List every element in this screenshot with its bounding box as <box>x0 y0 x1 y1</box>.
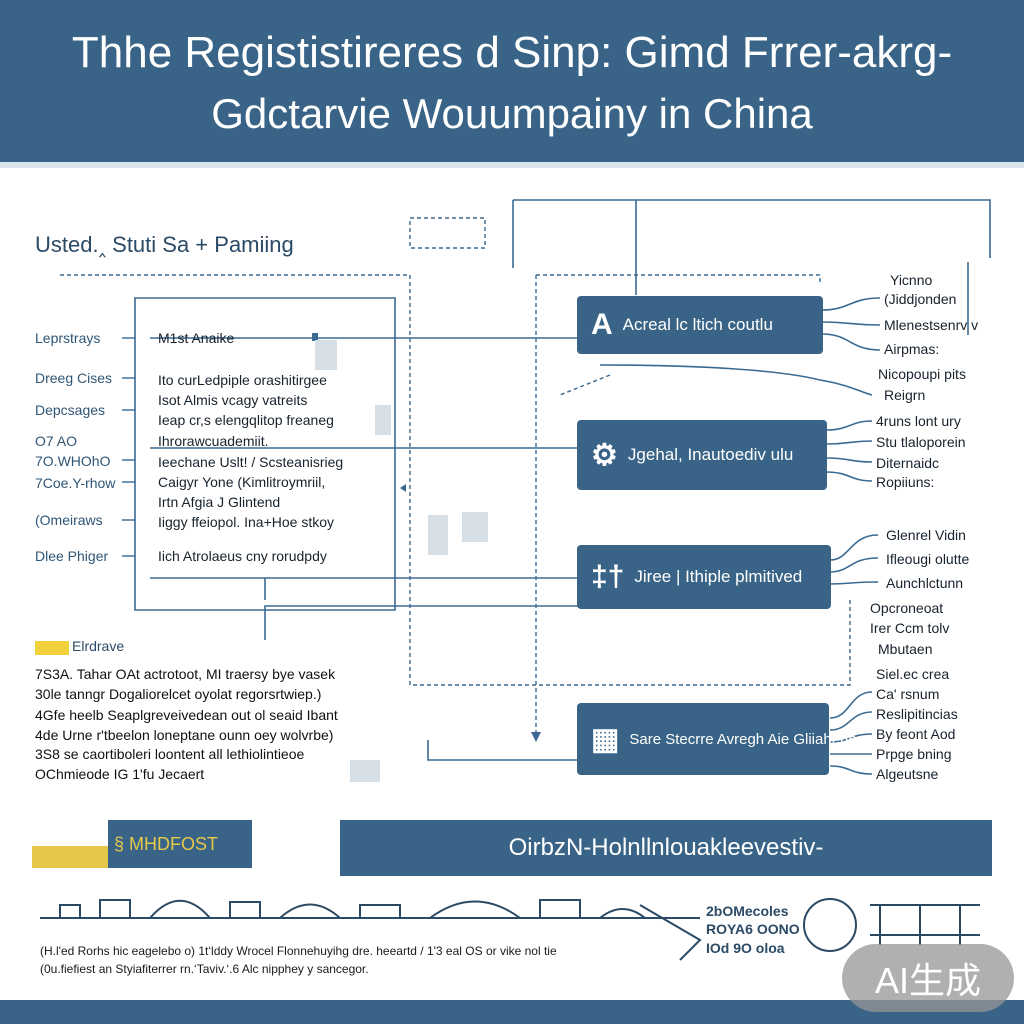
left-label: Dreeg Cises <box>35 370 113 386</box>
right-label: Siel.ec crea <box>876 666 950 682</box>
mid-header: M1st Anaike <box>158 330 235 346</box>
right-label: Airpmas: <box>884 341 940 357</box>
header-divider <box>0 162 1024 168</box>
diagram-subtitle: Usted.‸ Stuti Sa + Pamiing <box>35 232 294 257</box>
mid-item: Ito curLedpiple orashitirgee <box>158 372 327 388</box>
note-line: 4Gfe heelb Seaplgreveivedean out ol seai… <box>35 707 338 723</box>
mid-item: Irtn Afgia J Glintend <box>158 494 281 510</box>
right-label: Mlenestsenrv v <box>884 317 979 333</box>
right-label: Aunchlctunn <box>886 575 964 591</box>
box-a-label: Acreal lc ltich coutlu <box>622 315 773 334</box>
box-c-label: Jiree | Ithiple plmitived <box>634 567 803 586</box>
mid-item: Caigyr Yone (Kimlitroymriil, <box>158 474 326 490</box>
left-label: 7Coe.Y-rhow <box>35 475 116 491</box>
outline-frame-left <box>134 297 396 611</box>
highlight-tag <box>32 846 108 868</box>
mid-item: Ihrorawcuademiit. <box>158 433 269 449</box>
right-label: Diternaidc <box>876 455 940 471</box>
left-label: (Omeiraws <box>35 512 103 528</box>
dashed-diagonal <box>559 374 611 396</box>
label-box: § MHDFOST <box>108 820 252 868</box>
right-label: By feont Aod <box>876 726 956 742</box>
left-label: Leprstrays <box>35 330 101 346</box>
left-label: Depcsages <box>35 402 106 418</box>
mid-item: Ieechane Uslt! / Scsteanisrieg <box>158 454 344 470</box>
footnote: (0u.fiefiest an Styiafiterrer rn.‘Taviv.… <box>40 962 369 976</box>
right-label: Nicopoupi pits <box>878 366 966 382</box>
left-label: O7 AO <box>35 433 78 449</box>
mid-item: Isot Almis vcagy vatreits <box>158 392 308 408</box>
connector-e <box>427 740 578 761</box>
right-label: Stu tlaloporein <box>876 434 966 450</box>
notes-tag <box>35 641 69 655</box>
left-label: Dlee Phiger <box>35 548 109 564</box>
ai-badge: AI生成 <box>842 944 1014 1012</box>
box-c-prefix: ‡† <box>591 560 625 593</box>
box-a-letter: A <box>591 308 613 341</box>
right-label: Ca' rsnum <box>876 686 940 702</box>
title-line-1: Thhe Regististireres d Sinp: Gimd Frrer-… <box>71 28 953 77</box>
right-label: Irer Ccm tolv <box>870 620 950 636</box>
right-label: Ropiiuns: <box>876 474 935 490</box>
right-label: Reslipitincias <box>876 706 958 722</box>
box-d-icon: ▦ <box>591 722 620 756</box>
left-label: 7O.WHOhO <box>35 453 111 469</box>
summary-bar: OirbzN-Holnllnlouakleevestiv‐ <box>340 820 992 876</box>
right-label: Mbutaen <box>878 641 933 657</box>
right-label: Glenrel Vidin <box>886 527 966 543</box>
process-box-c: ‡† Jiree | Ithiple plmitived <box>577 545 831 609</box>
stamp-text: 2bOMecoles <box>706 903 789 919</box>
note-line: 30le tanngr Dogaliorelcet oyolat regorsr… <box>35 686 322 702</box>
stamp-text: ROYA6 OONO <box>706 921 800 937</box>
box-b-icon: ⚙ <box>591 438 618 472</box>
note-line: 3S8 se caortiboleri loontent all lethiol… <box>35 746 305 762</box>
right-label: Ifleougi olutte <box>886 551 970 567</box>
footnote: (H.l'ed Rorhs hic eagelebo o) 1t‘lddy Wr… <box>40 944 557 958</box>
dashed-frame-main <box>60 274 851 686</box>
right-label: Opcroneoat <box>870 600 944 616</box>
dashed-branch-top <box>536 274 821 285</box>
title-banner: Thhe Regististireres d Sinp: Gimd Frrer-… <box>0 0 1024 162</box>
process-box-a: A Acreal lc ltich coutlu <box>577 296 823 354</box>
note-line: 4de Urne r'tbeelon loneptane ounn oey wo… <box>35 727 334 743</box>
right-label: (Jiddjonden <box>884 291 957 307</box>
dashed-frame-top <box>409 217 486 249</box>
right-label: Yicnno <box>890 272 933 288</box>
mid-item: Ieap cr,s elengqlitop freaneg <box>158 412 334 428</box>
process-box-b: ⚙ Jgehal, Inautoediv ulu <box>577 420 827 490</box>
note-line: 7S3A. Tahar OAt actrotoot, MI traersy by… <box>35 666 336 682</box>
right-label: 4runs lont ury <box>876 413 961 429</box>
box-b-label: Jgehal, Inautoediv ulu <box>627 445 794 464</box>
right-label: Algeutsne <box>876 766 939 782</box>
connector-d <box>264 605 578 640</box>
mid-item: Iich Atrolaeus cny rorudpdy <box>158 548 327 564</box>
mid-item: Iiggy ffeiopol. Ina+Hoe stkoy <box>158 514 335 530</box>
right-label: Reigrn <box>884 387 926 403</box>
stamp-text: IOd 9O oloa <box>706 940 785 956</box>
note-line: OChmieode IG 1'fu Jecaert <box>35 766 205 782</box>
box-d-label: Sare Stecrre Avregh Aie Gliiahenn <box>629 730 857 748</box>
process-box-d: ▦ Sare Stecrre Avregh Aie Gliiahenn <box>577 703 857 775</box>
notes-title: Elrdrave <box>72 638 125 654</box>
title-line-2: Gdctarvie Wouumpainy in China <box>211 90 813 137</box>
right-label: Prpge bning <box>876 746 952 762</box>
